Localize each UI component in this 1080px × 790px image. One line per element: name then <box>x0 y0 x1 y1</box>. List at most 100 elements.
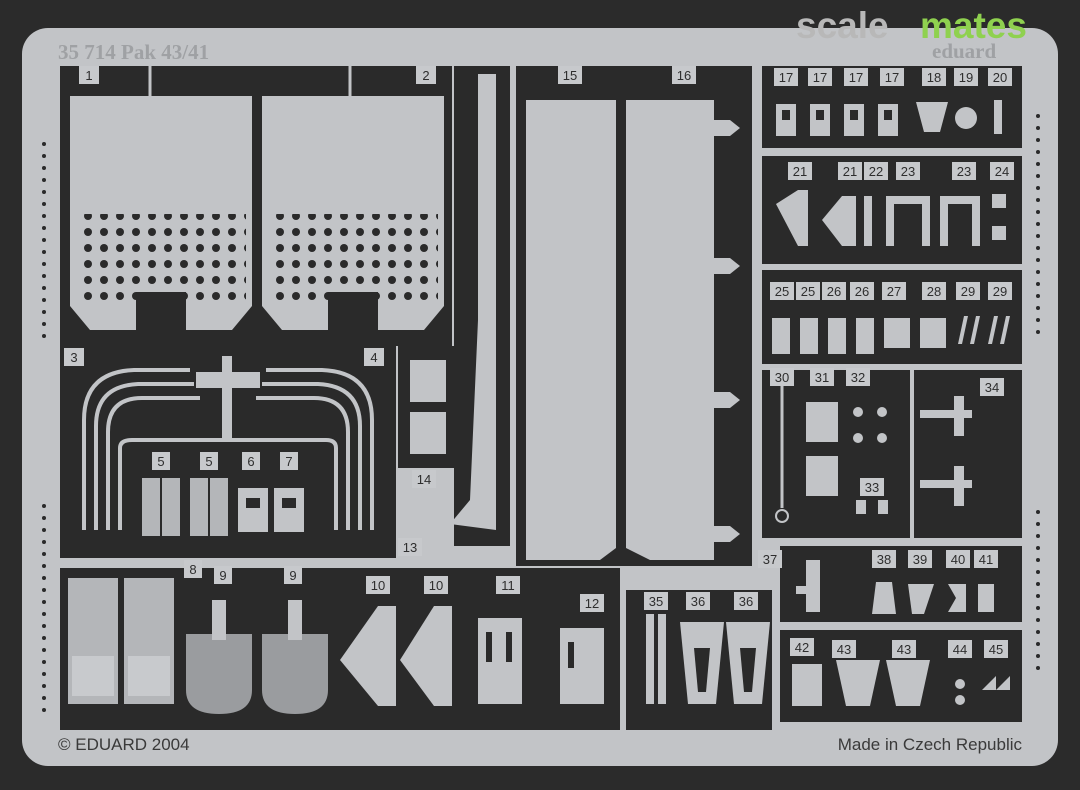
part-18 <box>916 102 948 132</box>
tag-40: 40 <box>946 550 970 568</box>
part-44 <box>955 679 965 705</box>
tag-1: 1 <box>79 66 99 84</box>
tag-45: 45 <box>984 640 1008 658</box>
tag-29a: 29 <box>956 282 980 300</box>
part-19 <box>955 107 977 129</box>
svg-text:10: 10 <box>371 578 385 593</box>
tag-7: 7 <box>280 452 298 470</box>
tag-43a: 43 <box>832 640 856 658</box>
edge-dots <box>42 114 1040 712</box>
tag-11: 11 <box>496 576 520 594</box>
frame-part-34 <box>914 370 1022 538</box>
part-43b <box>886 660 930 706</box>
tag-4: 4 <box>364 348 384 366</box>
part-39 <box>908 584 934 614</box>
part-14-bar <box>450 74 496 530</box>
part-11-12-brackets <box>478 618 604 704</box>
tag-18: 18 <box>922 68 946 86</box>
svg-text:16: 16 <box>677 68 691 83</box>
part-40 <box>948 584 966 612</box>
tag-23b: 23 <box>952 162 976 180</box>
part-23b <box>940 196 980 246</box>
svg-text:19: 19 <box>959 70 973 85</box>
part-15 <box>526 100 616 560</box>
part-42 <box>792 664 822 706</box>
svg-text:30: 30 <box>775 370 789 385</box>
svg-text:6: 6 <box>247 454 254 469</box>
svg-text:10: 10 <box>429 578 443 593</box>
small-plate-upper <box>410 360 446 402</box>
maker-name: eduard <box>932 39 997 63</box>
part-20 <box>994 100 1002 134</box>
tag-17a: 17 <box>774 68 798 86</box>
tag-16: 16 <box>672 66 696 84</box>
tag-25b: 25 <box>796 282 820 300</box>
svg-text:43: 43 <box>837 642 851 657</box>
tag-38: 38 <box>872 550 896 568</box>
svg-text:34: 34 <box>985 380 999 395</box>
part-27 <box>884 318 910 348</box>
svg-text:5: 5 <box>205 454 212 469</box>
svg-text:29: 29 <box>961 284 975 299</box>
svg-text:38: 38 <box>877 552 891 567</box>
brand-mates: mates <box>920 5 1027 46</box>
svg-text:41: 41 <box>979 552 993 567</box>
part-3-frame <box>82 368 200 530</box>
part-32 <box>853 407 887 443</box>
part-7 <box>274 488 304 532</box>
part-31b <box>806 456 838 496</box>
part-41 <box>978 584 994 612</box>
svg-text:33: 33 <box>865 480 879 495</box>
tag-21a: 21 <box>788 162 812 180</box>
svg-text:5: 5 <box>157 454 164 469</box>
part-16-tabs <box>714 120 740 542</box>
svg-text:18: 18 <box>927 70 941 85</box>
part-28 <box>920 318 946 348</box>
part-35 <box>646 614 666 704</box>
origin-text: Made in Czech Republic <box>838 735 1023 754</box>
svg-text:4: 4 <box>370 350 377 365</box>
tag-37: 37 <box>758 550 782 568</box>
tag-34: 34 <box>980 378 1004 396</box>
tag-5b: 5 <box>200 452 218 470</box>
kit-title: 35 714 Pak 43/41 <box>58 40 209 64</box>
svg-text:13: 13 <box>403 540 417 555</box>
part-29 <box>958 316 1010 344</box>
small-plate-lower <box>410 412 446 454</box>
copyright-text: © EDUARD 2004 <box>58 735 190 754</box>
part-21b <box>822 196 856 246</box>
svg-text:36: 36 <box>739 594 753 609</box>
part-24 <box>992 194 1006 240</box>
tag-3: 3 <box>64 348 84 366</box>
part-45 <box>982 676 1010 690</box>
tag-30: 30 <box>770 368 794 386</box>
part-1 <box>70 96 252 330</box>
svg-text:31: 31 <box>815 370 829 385</box>
svg-text:9: 9 <box>219 568 226 583</box>
parts-25-26 <box>772 318 874 354</box>
svg-text:11: 11 <box>501 578 515 593</box>
svg-text:36: 36 <box>691 594 705 609</box>
svg-text:35: 35 <box>649 594 663 609</box>
tag-35: 35 <box>644 592 668 610</box>
svg-text:23: 23 <box>901 164 915 179</box>
tag-12: 12 <box>580 594 604 612</box>
tag-28: 28 <box>922 282 946 300</box>
svg-text:20: 20 <box>993 70 1007 85</box>
tag-19: 19 <box>954 68 978 86</box>
part-36 <box>680 622 770 704</box>
svg-text:32: 32 <box>851 370 865 385</box>
tag-36a: 36 <box>686 592 710 610</box>
svg-text:9: 9 <box>289 568 296 583</box>
part-10-plates <box>340 606 452 706</box>
svg-text:21: 21 <box>843 164 857 179</box>
svg-text:25: 25 <box>775 284 789 299</box>
svg-text:7: 7 <box>285 454 292 469</box>
tag-41: 41 <box>974 550 998 568</box>
part-8 <box>68 578 174 704</box>
tag-31: 31 <box>810 368 834 386</box>
svg-text:39: 39 <box>913 552 927 567</box>
tag-33: 33 <box>860 478 884 496</box>
svg-text:21: 21 <box>793 164 807 179</box>
